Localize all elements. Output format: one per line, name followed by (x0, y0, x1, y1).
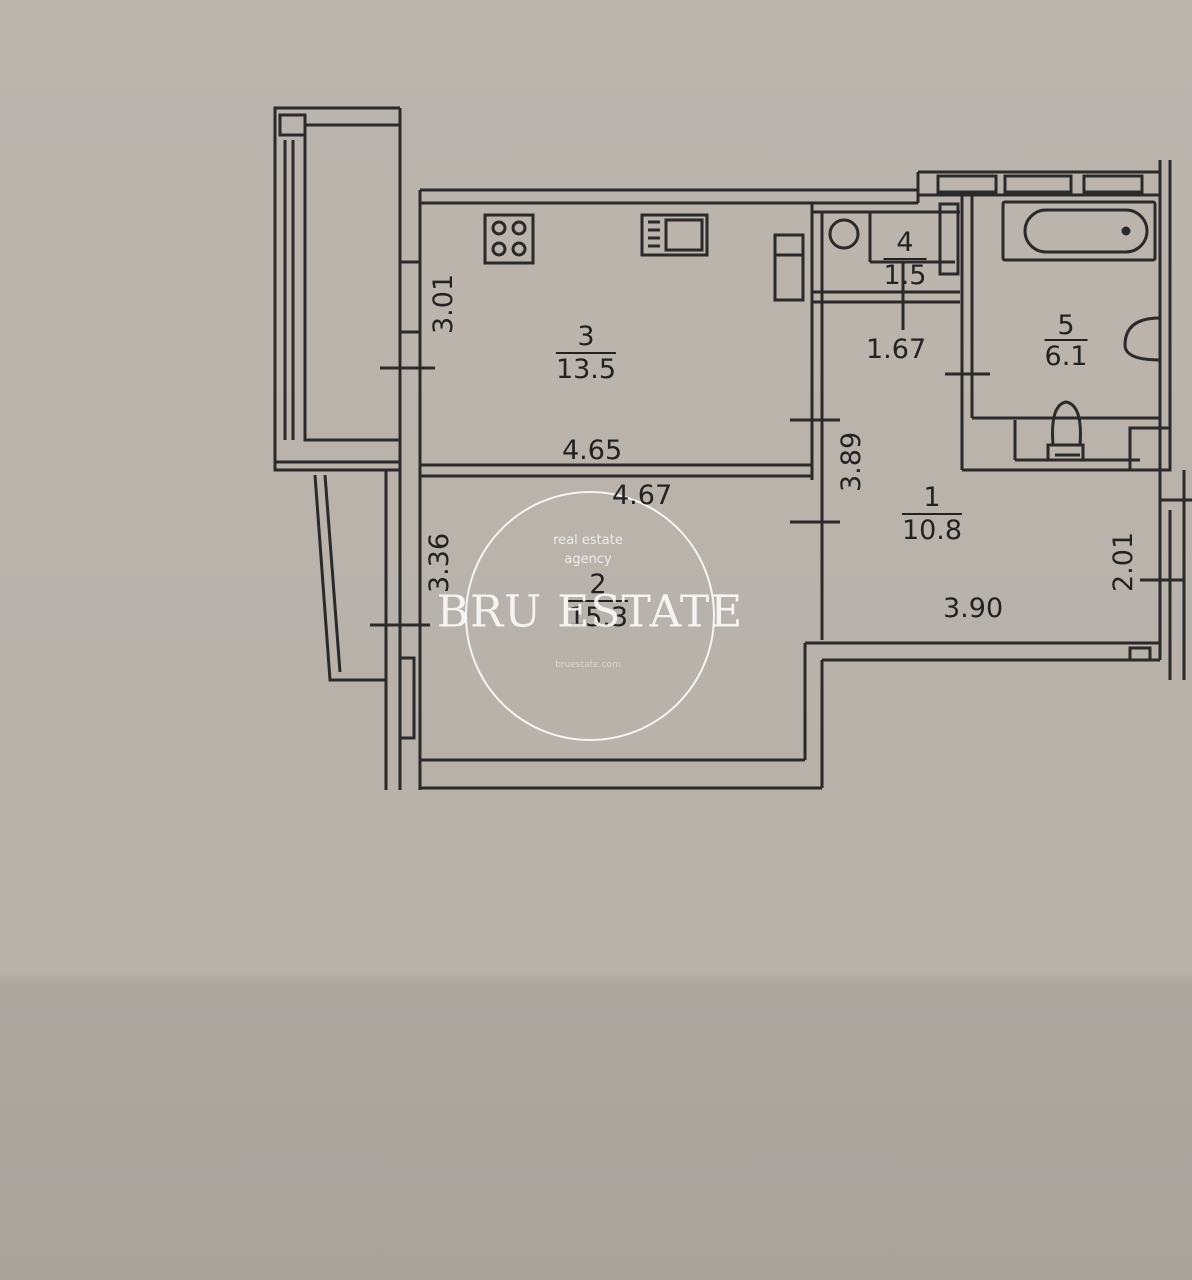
room-1-area: 10.8 (901, 513, 963, 546)
dimension-corridor-width: 3.90 (943, 593, 1004, 624)
room-4-number: 4 (896, 227, 914, 258)
watermark-logo: BRU ESTATE (436, 586, 744, 638)
room-2-walls (420, 641, 1160, 790)
room-1-number: 1 (923, 482, 941, 513)
dimension-storage-width: 1.67 (866, 334, 927, 365)
storage-room-walls (812, 202, 960, 330)
room-3-number: 3 (577, 321, 595, 352)
partition-kitchen-room (420, 203, 840, 640)
dimension-kitchen-height: 3.01 (428, 273, 459, 334)
watermark-circle (465, 491, 715, 741)
kitchen-appliances (483, 213, 805, 302)
balcony (273, 106, 400, 682)
bathroom-walls (945, 195, 1172, 472)
room-4-area: 1.5 (883, 258, 927, 291)
dimension-room-width: 4.67 (612, 480, 673, 511)
entrance-wall (1140, 470, 1192, 680)
room-2-number: 2 (589, 569, 607, 600)
watermark-tagline: real estate agency (553, 532, 623, 570)
room-2-area: 15.3 (567, 600, 629, 633)
room-5-area: 6.1 (1044, 339, 1088, 372)
exterior-wall-top (420, 160, 1172, 660)
dimension-corridor-height: 3.89 (836, 431, 867, 492)
exterior-wall-left (370, 108, 435, 790)
watermark-url: bruestate.com (555, 660, 621, 670)
watermark-tagline-line-2: agency (564, 551, 612, 567)
watermark-tagline-line-1: real estate (553, 533, 623, 548)
dimension-room-height: 3.36 (424, 532, 455, 593)
dimension-kitchen-width: 4.65 (562, 435, 623, 466)
dimension-entry-width: 2.01 (1108, 531, 1139, 592)
room-5-number: 5 (1057, 310, 1075, 341)
room-3-area: 13.5 (555, 352, 617, 385)
